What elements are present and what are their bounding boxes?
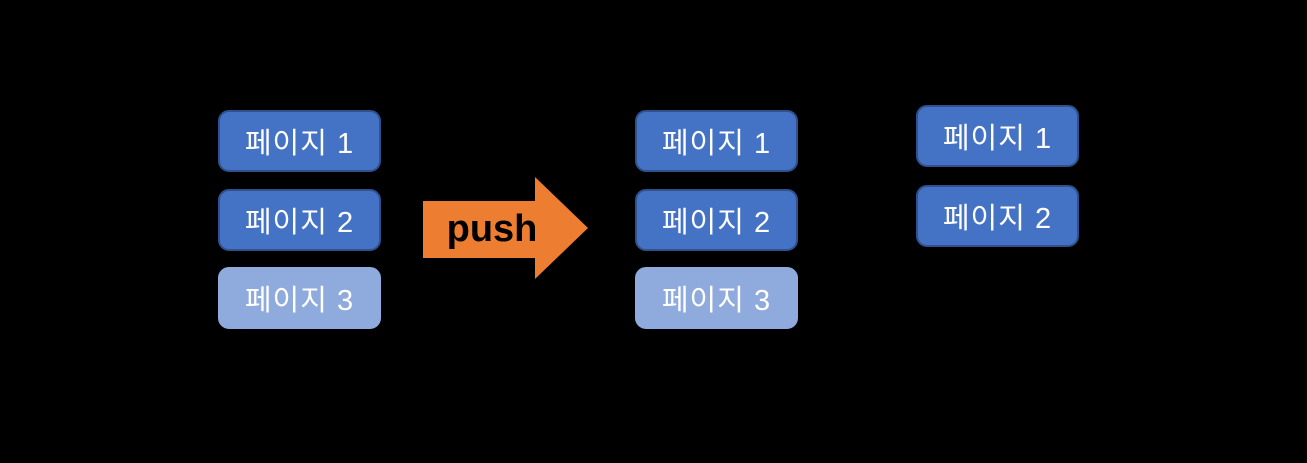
- page-box-label: 페이지 3: [661, 285, 772, 317]
- push-arrow-label: push: [446, 208, 538, 250]
- stack-1-page-1: 페이지 1: [218, 110, 381, 172]
- stack-2-page-1: 페이지 1: [635, 110, 798, 172]
- stack-3-page-1: 페이지 1: [916, 105, 1079, 167]
- page-box-label: 페이지 2: [661, 207, 772, 239]
- page-box-label: 페이지 1: [244, 128, 355, 160]
- page-box-label: 페이지 1: [661, 128, 772, 160]
- page-box-label: 페이지 2: [244, 207, 355, 239]
- stack-1-page-2: 페이지 2: [218, 189, 381, 251]
- stack-2-page-3: 페이지 3: [635, 267, 798, 329]
- page-box-label: 페이지 3: [244, 285, 355, 317]
- stack-3-page-2: 페이지 2: [916, 185, 1079, 247]
- stack-1-page-3: 페이지 3: [218, 267, 381, 329]
- page-box-label: 페이지 2: [942, 203, 1053, 235]
- push-arrow-icon: [423, 177, 588, 279]
- page-box-label: 페이지 1: [942, 123, 1053, 155]
- stack-2-page-2: 페이지 2: [635, 189, 798, 251]
